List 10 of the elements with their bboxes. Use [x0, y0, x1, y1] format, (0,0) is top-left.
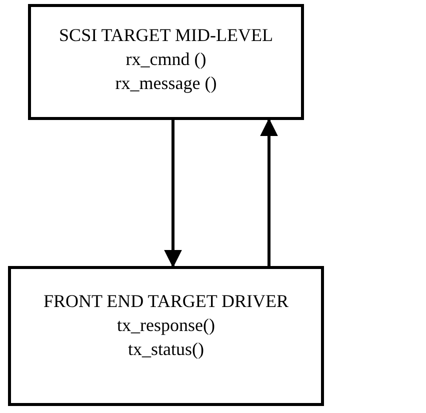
box-title: SCSI TARGET MID-LEVEL	[59, 24, 273, 47]
arrow	[164, 120, 182, 268]
arrow	[260, 118, 278, 266]
function-name: rx_cmnd ()	[126, 48, 206, 71]
process-box	[8, 266, 324, 406]
process-box	[28, 4, 304, 120]
function-name: rx_message ()	[115, 72, 217, 95]
function-name: tx_status()	[128, 338, 204, 361]
function-name: tx_response()	[117, 314, 215, 337]
box-title: FRONT END TARGET DRIVER	[43, 290, 289, 313]
